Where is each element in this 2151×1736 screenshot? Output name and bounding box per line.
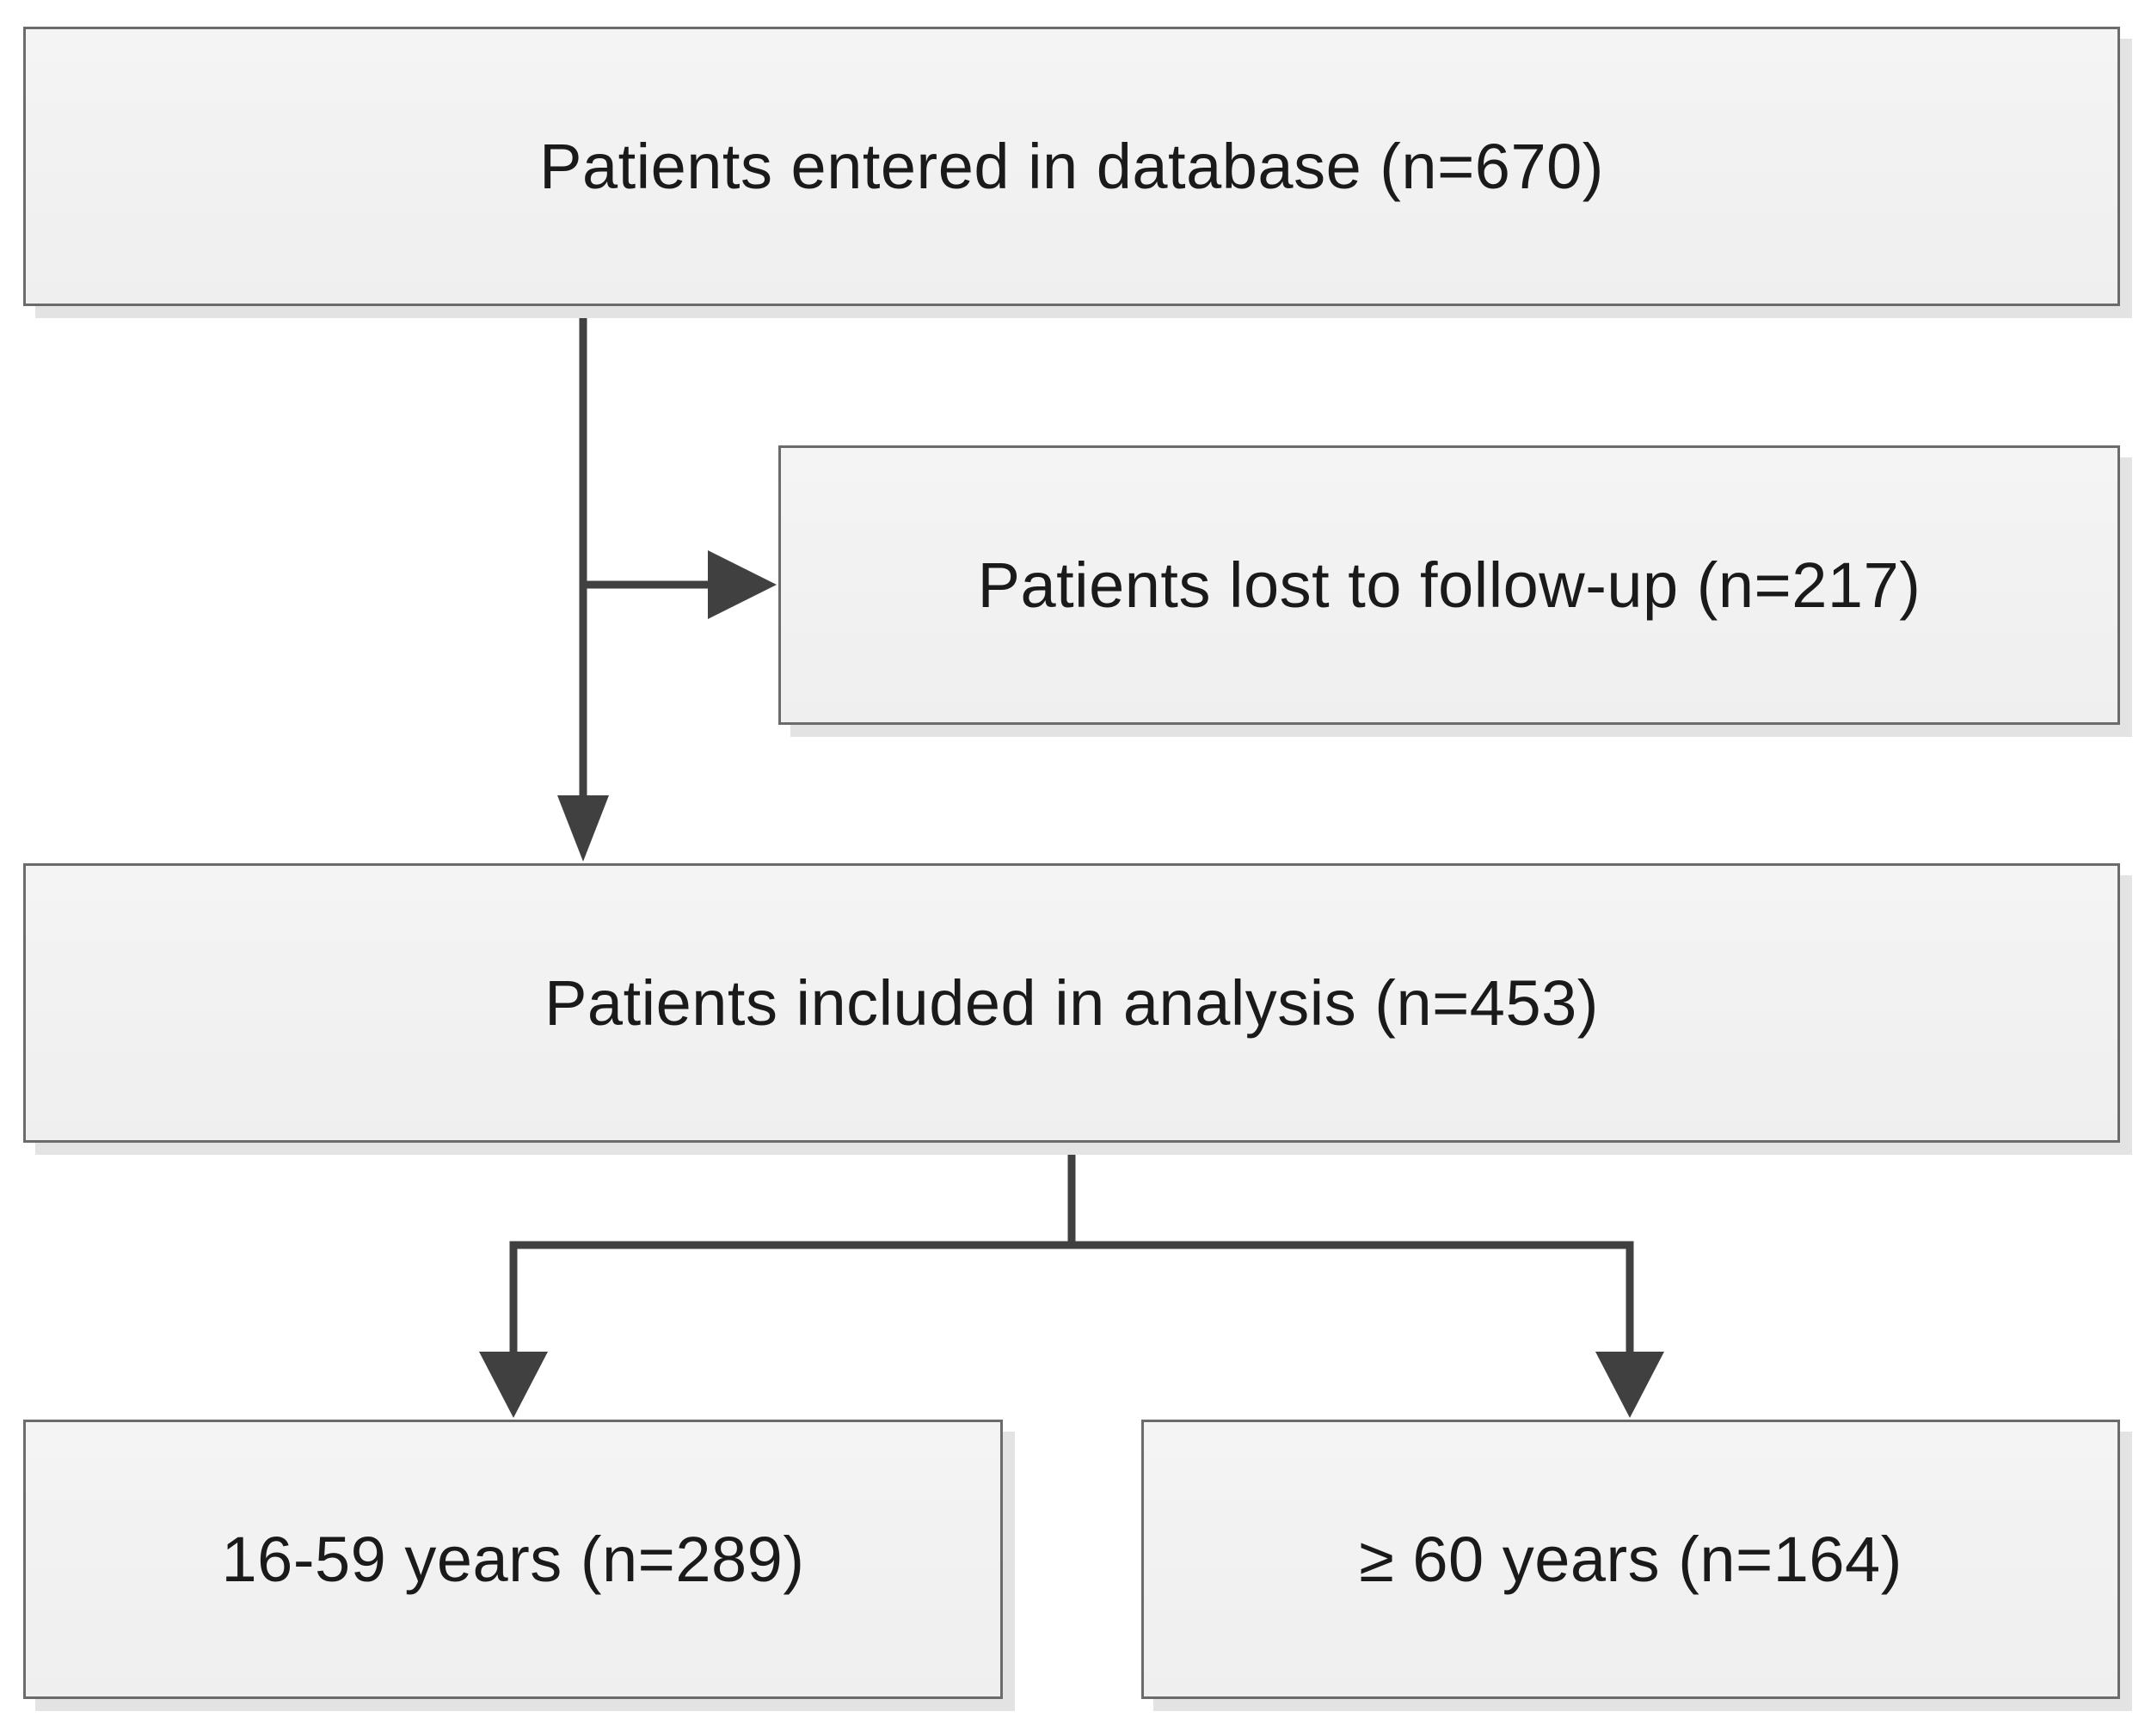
node-database: Patients entered in database (n=670) [23,27,2120,306]
node-lost-to-follow-up: Patients lost to follow-up (n=217) [778,445,2120,725]
node-lost-label: Patients lost to follow-up (n=217) [977,549,1921,621]
node-old-label: ≥ 60 years (n=164) [1359,1524,1902,1595]
node-database-label: Patients entered in database (n=670) [539,131,1604,202]
arrowhead-down-young [479,1352,548,1418]
arrowhead-right-lost [708,550,777,619]
node-included-in-analysis: Patients included in analysis (n=453) [23,863,2120,1143]
node-included-label: Patients included in analysis (n=453) [544,967,1599,1039]
arrowhead-down-included [557,795,609,862]
node-young-label: 16-59 years (n=289) [221,1524,805,1595]
arrowhead-down-old [1595,1352,1664,1418]
node-60-plus-years: ≥ 60 years (n=164) [1141,1420,2120,1699]
node-16-59-years: 16-59 years (n=289) [23,1420,1003,1699]
